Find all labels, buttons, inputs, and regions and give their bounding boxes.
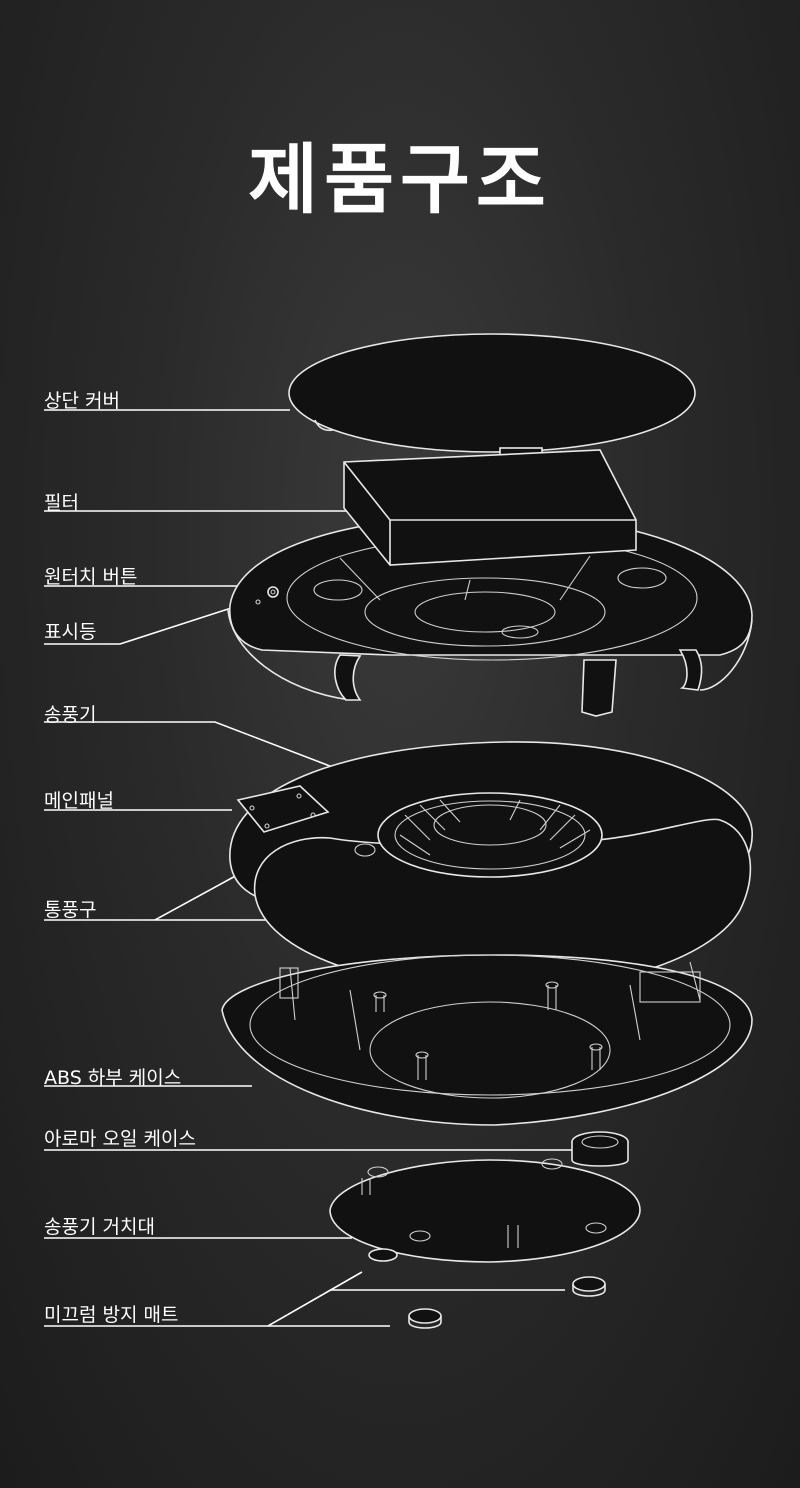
label-top-cover: 상단 커버 bbox=[44, 390, 120, 412]
leader-indicator bbox=[44, 599, 257, 645]
label-filter: 필터 bbox=[44, 492, 79, 514]
label-anti-slip-mat: 미끄럼 방지 매트 bbox=[44, 1304, 179, 1326]
anti-slip-mats-part bbox=[368, 1248, 606, 1329]
page-title: 제품구조 bbox=[248, 135, 552, 224]
label-one-touch-button: 원터치 버튼 bbox=[44, 566, 138, 588]
aroma-oil-case-part bbox=[571, 1131, 629, 1167]
label-blower-stand: 송풍기 거치대 bbox=[44, 1216, 155, 1238]
label-vent: 통풍구 bbox=[44, 899, 97, 921]
label-aroma-oil-case: 아로마 오일 케이스 bbox=[44, 1128, 196, 1150]
top-cover-part bbox=[288, 333, 696, 467]
label-abs-bottom-case: ABS 하부 케이스 bbox=[44, 1067, 182, 1089]
vent-blower-part bbox=[229, 741, 753, 991]
label-indicator: 표시등 bbox=[44, 621, 97, 643]
label-blower: 송풍기 bbox=[44, 704, 97, 726]
leader-vent-1 bbox=[44, 867, 251, 921]
main-body-part bbox=[227, 449, 753, 717]
abs-bottom-case-part bbox=[221, 954, 753, 1126]
leader-anti-slip-mat-1 bbox=[44, 1271, 363, 1327]
blower-stand-part bbox=[329, 1158, 641, 1263]
label-main-panel: 메인패널 bbox=[44, 790, 114, 812]
